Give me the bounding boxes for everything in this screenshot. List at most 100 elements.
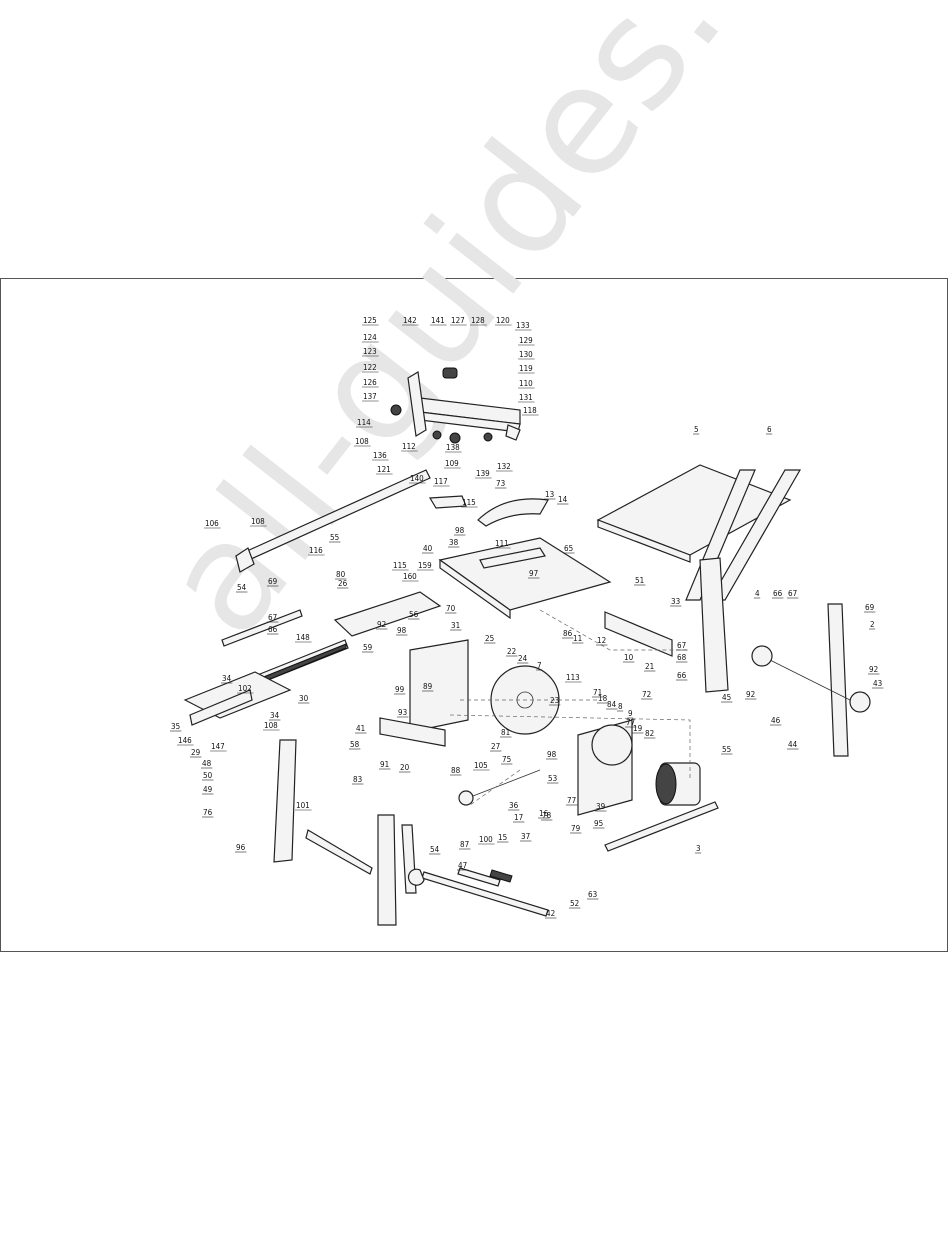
callout-label: 127	[451, 316, 465, 325]
callout-label: 123	[363, 347, 377, 356]
callout-label: 148	[296, 633, 310, 642]
callout-label: 89	[423, 682, 433, 691]
callout-label: 47	[458, 861, 467, 870]
callout-label: 43	[873, 679, 882, 688]
callout-label: 42	[546, 909, 555, 918]
callout-label: 96	[236, 843, 246, 852]
callout-label: 46	[771, 716, 781, 725]
callout-label: 48	[202, 759, 212, 768]
callout-label: 5	[694, 425, 699, 434]
callout-label: 75	[502, 755, 511, 764]
callout-label: 122	[363, 363, 377, 372]
callout-label: 18	[598, 694, 608, 703]
callout-label: 88	[451, 766, 461, 775]
callout-label: 11	[573, 634, 582, 643]
callout-label: 101	[296, 801, 310, 810]
callout-label: 137	[363, 392, 377, 401]
callout-label: 138	[446, 443, 460, 452]
callout-label: 55	[330, 533, 339, 542]
callout-label: 79	[571, 824, 581, 833]
callout-label: 71	[593, 688, 602, 697]
callout-label: 82	[645, 729, 654, 738]
callout-label: 4	[755, 589, 760, 598]
callout-label: 70	[446, 604, 456, 613]
callout-label: 114	[357, 418, 371, 427]
callout-label: 9	[628, 709, 633, 718]
callout-label: 142	[403, 316, 417, 325]
callout-label: 52	[570, 899, 579, 908]
callout-label: 116	[309, 546, 323, 555]
callout-label: 84	[607, 700, 617, 709]
callout-label: 77	[567, 796, 576, 805]
callout-label: 92	[869, 665, 878, 674]
callout-label: 121	[377, 465, 391, 474]
callout-label: 97	[529, 569, 538, 578]
callout-label: 21	[645, 662, 654, 671]
callout-label: 141	[431, 316, 445, 325]
callout-label: 66	[677, 671, 687, 680]
callout-label: 56	[409, 610, 419, 619]
callout-label: 124	[363, 333, 377, 342]
callout-label: 117	[434, 477, 448, 486]
callout-label: 87	[460, 840, 469, 849]
callout-label: 23	[550, 696, 559, 705]
callout-label: 95	[594, 819, 603, 828]
callout-label: 27	[491, 742, 500, 751]
callout-label: 66	[773, 589, 783, 598]
callout-label: 13	[545, 490, 554, 499]
callout-label: 67	[788, 589, 797, 598]
callout-label: 130	[519, 350, 533, 359]
callout-label: 59	[363, 643, 373, 652]
callout-label: 39	[596, 802, 606, 811]
callout-label: 34	[222, 674, 232, 683]
callout-label: 58	[350, 740, 360, 749]
callout-label: 30	[299, 694, 309, 703]
callout-label: 17	[514, 813, 523, 822]
callout-label: 125	[363, 316, 377, 325]
callout-label: 159	[418, 561, 432, 570]
callout-label: 119	[519, 364, 533, 373]
diagram-frame	[0, 278, 948, 952]
callout-label: 136	[373, 451, 387, 460]
callout-label: 106	[205, 519, 219, 528]
callout-label: 25	[485, 634, 494, 643]
callout-label: 40	[423, 544, 433, 553]
callout-label: 34	[270, 711, 280, 720]
callout-label: 24	[518, 654, 528, 663]
callout-label: 67	[268, 613, 277, 622]
callout-label: 67	[677, 641, 686, 650]
callout-label: 108	[251, 517, 265, 526]
callout-label: 31	[451, 621, 460, 630]
callout-label: 139	[476, 469, 490, 478]
callout-label: 8	[618, 702, 623, 711]
callout-label: 37	[521, 832, 530, 841]
callout-label: 49	[203, 785, 213, 794]
callout-label: 115	[393, 561, 407, 570]
callout-label: 51	[635, 576, 644, 585]
callout-label: 81	[501, 728, 510, 737]
callout-label: 93	[398, 708, 407, 717]
callout-label: 102	[238, 684, 252, 693]
callout-label: 22	[507, 647, 516, 656]
callout-label: 69	[865, 603, 875, 612]
callout-label: 98	[547, 750, 557, 759]
callout-label: 128	[471, 316, 485, 325]
callout-label: 54	[430, 845, 440, 854]
callout-label: 78	[542, 811, 552, 820]
callout-label: 109	[445, 459, 459, 468]
callout-label: 73	[496, 479, 505, 488]
callout-label: 98	[397, 626, 407, 635]
callout-label: 35	[171, 722, 180, 731]
callout-label: 3	[696, 844, 701, 853]
callout-label: 19	[633, 724, 643, 733]
callout-label: 83	[353, 775, 362, 784]
callout-label: 77	[626, 718, 635, 727]
callout-label: 115	[462, 498, 476, 507]
callout-label: 92	[746, 690, 755, 699]
callout-label: 54	[237, 583, 247, 592]
callout-label: 14	[558, 495, 568, 504]
callout-label: 33	[671, 597, 680, 606]
callout-label: 86	[563, 629, 573, 638]
